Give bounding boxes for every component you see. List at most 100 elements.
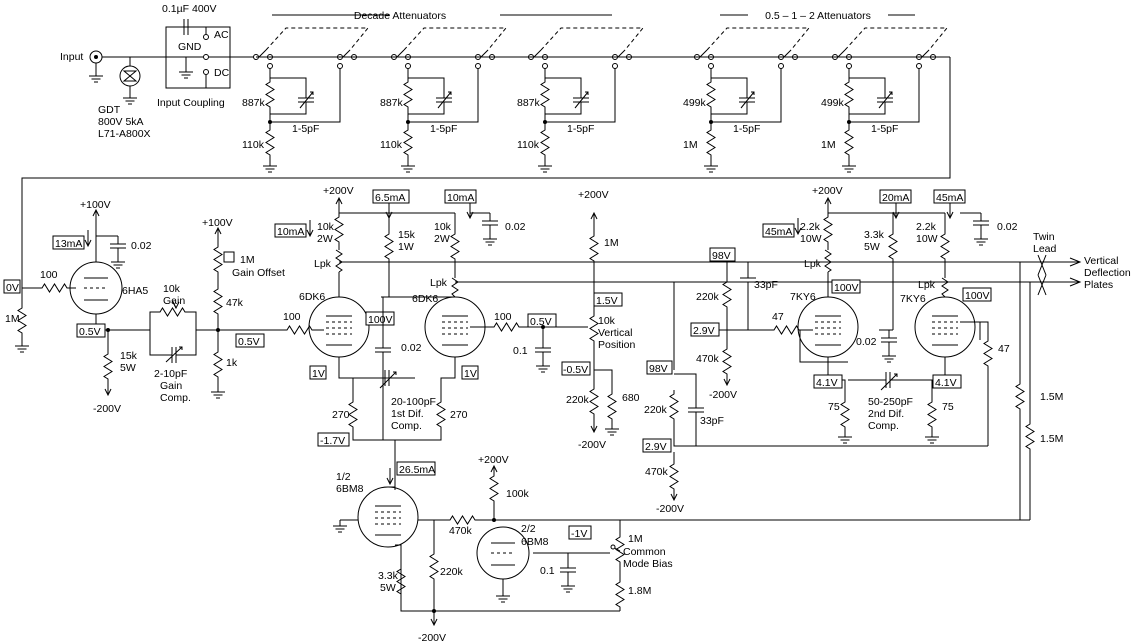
current-10mA-b: 10mA — [447, 192, 474, 204]
tap-contact[interactable] — [708, 63, 714, 69]
current-source-6bm8: 26.5mA 1/2 6BM8 470k +200V 100k 2/2 6BM8… — [332, 454, 1030, 644]
gain-pot-label: Gain — [163, 295, 185, 307]
r-3-3k-a: 3.3k — [378, 570, 399, 582]
gnd-position-label: GND — [178, 41, 202, 53]
gdt-label-1: GDT — [98, 104, 121, 116]
tap-contact[interactable] — [337, 63, 343, 69]
tube-6ha5-label: 6HA5 — [122, 285, 148, 297]
current-45mA-b: 45mA — [936, 192, 963, 204]
tube-6bm8-b-label-2: 6BM8 — [521, 536, 549, 548]
dif-comp-1-label: 1st Dif. — [391, 408, 424, 420]
r-1-5M-b: 1.5M — [1040, 433, 1063, 445]
vertical-position-pot[interactable] — [589, 311, 599, 346]
lpk-c: Lpk — [804, 258, 822, 270]
ac-contact[interactable] — [203, 34, 209, 40]
tube-6dk6-b-label: 6DK6 — [412, 293, 438, 305]
attn-trim-cap: 1-5pF — [733, 123, 760, 135]
vdp-label-2: Deflection — [1084, 267, 1131, 279]
tube-6bm8-a — [357, 486, 419, 548]
tap-contact[interactable] — [916, 63, 922, 69]
tap-contact[interactable] — [778, 63, 784, 69]
r-220k-b: 220k — [696, 291, 720, 303]
tube-6dk6-a — [308, 296, 370, 358]
lpk-a: Lpk — [314, 258, 332, 270]
tube-6ha5 — [69, 261, 123, 315]
lpk-d: Lpk — [918, 279, 936, 291]
r-2-2k-a: 2.2k — [800, 221, 821, 233]
current-6-5mA: 6.5mA — [375, 192, 405, 204]
attn-r-top: 887k — [517, 97, 541, 109]
r-100-6dk6b: 100 — [494, 311, 512, 323]
dif-comp-1-label-2: Comp. — [391, 420, 422, 432]
tap-contact[interactable] — [846, 63, 852, 69]
input-stage-6ha5: 0V 100 1M 6HA5 +100V 0.02 13mA 0.5V 15k … — [3, 199, 152, 415]
r-1-5M-a: 1.5M — [1040, 391, 1063, 403]
node-minus1-7v: -1.7V — [320, 435, 345, 447]
r-10k-b-watt: 2W — [434, 233, 450, 245]
node-0-5v-b: 0.5V — [238, 336, 260, 348]
r-47-b: 47 — [998, 343, 1010, 355]
vpos-label-2: Position — [598, 339, 636, 351]
node-0-5v-a: 0.5V — [79, 326, 101, 338]
r-15k-screen-watt: 1W — [398, 241, 414, 253]
supply-minus200v-b: -200V — [578, 439, 606, 451]
current-10mA-a: 10mA — [277, 226, 304, 238]
gdt-symbol — [119, 65, 141, 105]
node-2-9v-b: 2.9V — [645, 441, 667, 453]
cmb-pot-value: 1M — [628, 533, 643, 545]
current-20mA: 20mA — [882, 192, 909, 204]
vdp-label-1: Vertical — [1084, 255, 1118, 267]
dif-comp-1-value: 20-100pF — [391, 396, 436, 408]
r-47k: 47k — [226, 297, 244, 309]
node-4-1v-b: 4.1V — [935, 377, 957, 389]
r-2-2k-b: 2.2k — [916, 221, 937, 233]
decade-attenuators-title: Decade Attenuators — [354, 10, 446, 22]
gain-pot[interactable] — [155, 307, 190, 317]
r-680: 680 — [622, 392, 640, 404]
gain-offset-label: Gain Offset — [232, 267, 285, 279]
c-0-02-b: 0.02 — [505, 221, 526, 233]
node-2-9v-a: 2.9V — [693, 325, 715, 337]
attn-r-top: 887k — [380, 97, 404, 109]
node-0-5v-c: 0.5V — [530, 316, 552, 328]
supply-minus200v-c: -200V — [709, 389, 737, 401]
lpk-b: Lpk — [430, 277, 448, 289]
supply-minus200v-d: -200V — [656, 503, 684, 515]
current-45mA-a: 45mA — [765, 226, 792, 238]
tap-contact[interactable] — [267, 63, 273, 69]
supply-minus200v-e: -200V — [418, 632, 446, 644]
output-stage-7ky6: 98V 220k 33pF 470k -200V 2.9V 47 7KY6 7K… — [339, 185, 1131, 521]
input-coupling-label: Input Coupling — [157, 97, 225, 109]
gdt-label-3: L71-A800X — [98, 128, 151, 140]
r-470k-c: 470k — [449, 525, 473, 537]
r-220k-a: 220k — [566, 394, 590, 406]
gnd-contact[interactable] — [203, 54, 209, 60]
tap-contact[interactable] — [542, 63, 548, 69]
vpos-pot-value: 10k — [598, 315, 616, 327]
supply-plus200v-d: +200V — [478, 454, 509, 466]
attenuators-125-title: 0.5 – 1 – 2 Attenuators — [765, 10, 871, 22]
r-220k-c: 220k — [644, 404, 668, 416]
r-15k-screen: 15k — [398, 229, 416, 241]
supply-plus100v-b: +100V — [202, 217, 233, 229]
tap-contact[interactable] — [475, 63, 481, 69]
gain-comp-label-2: Comp. — [160, 392, 191, 404]
current-13mA: 13mA — [55, 238, 82, 250]
supply-plus200v-c: +200V — [812, 185, 843, 197]
dif-comp-2-value: 50-250pF — [868, 396, 913, 408]
attn-r-bottom: 110k — [517, 139, 540, 151]
tap-contact[interactable] — [405, 63, 411, 69]
attn-trim-cap: 1-5pF — [292, 123, 319, 135]
dc-contact[interactable] — [203, 69, 209, 75]
r-100k: 100k — [506, 488, 530, 500]
attn-r-top: 499k — [683, 97, 707, 109]
node-98v-a: 98V — [712, 250, 731, 262]
gain-comp-value: 2-10pF — [154, 368, 187, 380]
tap-contact[interactable] — [612, 63, 618, 69]
attn-trim-cap: 1-5pF — [871, 123, 898, 135]
vpos-label-1: Vertical — [598, 327, 632, 339]
dif-comp-2-label-2: Comp. — [868, 420, 899, 432]
cmb-label-2: Mode Bias — [623, 558, 673, 570]
